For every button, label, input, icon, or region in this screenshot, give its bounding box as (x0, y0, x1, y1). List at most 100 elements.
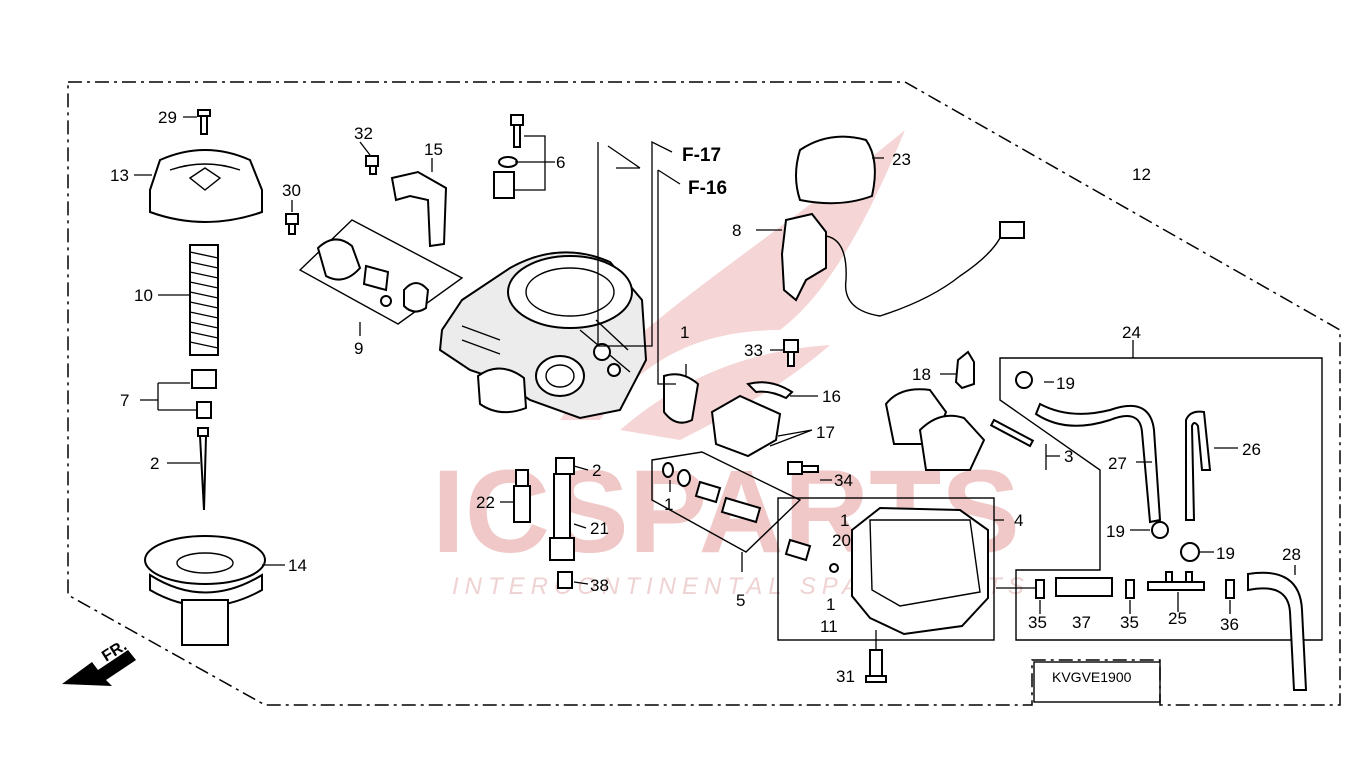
callout-13: 13 (110, 166, 129, 185)
callout-18: 18 (912, 365, 931, 384)
needle-spring-7 (196, 401, 212, 419)
callout-1b: 1 (840, 511, 849, 530)
screw-6 (510, 114, 524, 148)
clamp-36 (1225, 579, 1235, 599)
callout-28: 28 (1282, 545, 1301, 564)
washer-5 (677, 469, 691, 487)
cover-23 (795, 135, 876, 205)
callout-8: 8 (732, 221, 741, 240)
assembly-boundary (67, 81, 1341, 706)
callout-labels: 29 13 10 7 2 14 30 32 15 6 9 23 8 12 1 3… (110, 108, 1301, 686)
callout-7: 7 (120, 391, 129, 410)
cover-plate-9 (316, 238, 362, 281)
lower-middle-parts (500, 451, 802, 589)
front-direction-marker: FR. (62, 637, 136, 686)
nozzle-22 (513, 469, 531, 523)
callout-35a: 35 (1028, 613, 1047, 632)
main-jet-2 (555, 457, 575, 475)
o-ring-1 (662, 462, 674, 478)
watermark-wing-logo (560, 130, 905, 440)
callout-5: 5 (736, 591, 745, 610)
callout-10: 10 (134, 286, 153, 305)
screw-33 (783, 339, 799, 367)
clip-19-top (1015, 371, 1033, 389)
float-bowl-4 (851, 506, 989, 636)
float-bowl-group-4 (777, 497, 1004, 683)
callout-20: 20 (832, 531, 851, 550)
hose-group-24 (996, 340, 1323, 691)
reference-arrows (597, 140, 681, 385)
screw-29 (197, 109, 211, 135)
spring-6 (493, 171, 515, 199)
top-cap-13 (149, 149, 263, 223)
callout-19a: 19 (1056, 374, 1075, 393)
callout-14: 14 (288, 556, 307, 575)
callout-17: 17 (816, 423, 835, 442)
callout-1c: 1 (826, 595, 835, 614)
float-parts (884, 350, 1060, 471)
hose-28 (1247, 571, 1308, 691)
spring-10 (189, 244, 219, 356)
spring-9 (362, 264, 390, 292)
callout-6: 6 (556, 153, 565, 172)
upper-right-parts (756, 135, 1025, 317)
callout-30: 30 (282, 181, 301, 200)
callout-21: 21 (590, 519, 609, 538)
throttle-linkage-17 (710, 394, 782, 458)
carburetor-body (438, 251, 648, 420)
callout-19c: 19 (1216, 544, 1235, 563)
valve-9 (403, 282, 430, 313)
callout-27: 27 (1108, 454, 1127, 473)
washer-6 (498, 156, 518, 168)
callout-37: 37 (1072, 613, 1091, 632)
callout-36: 36 (1220, 615, 1239, 634)
drawing-code-box (1033, 661, 1161, 703)
reference-f17: F-17 (682, 145, 721, 166)
choke-wire-8 (825, 235, 1001, 317)
callout-34: 34 (834, 471, 853, 490)
group-24-outline (999, 357, 1323, 641)
auto-choke-8 (780, 212, 827, 302)
jet-needle-2 (197, 427, 209, 511)
float-valve-18 (954, 350, 975, 390)
jet-21 (549, 473, 575, 561)
callout-2b: 2 (592, 461, 601, 480)
callout-11: 11 (820, 617, 838, 636)
screw-30 (285, 213, 299, 235)
callout-16: 16 (822, 387, 841, 406)
callout-31: 31 (836, 667, 855, 686)
hose-37 (1055, 577, 1113, 597)
group-9-outline (298, 219, 464, 325)
drain-screw-1 (784, 538, 812, 562)
callout-23: 23 (892, 150, 911, 169)
spring-5 (694, 480, 722, 504)
callout-22: 22 (476, 493, 495, 512)
screw-32 (365, 155, 379, 175)
callout-15: 15 (424, 140, 443, 159)
callout-1d: 1 (664, 495, 673, 514)
upper-left-hardware (285, 114, 555, 336)
clip-16 (746, 381, 794, 400)
clamp-35-right (1125, 579, 1135, 599)
pilot-screw-5 (720, 496, 762, 524)
bracket-15 (390, 170, 448, 248)
screw-34 (787, 461, 819, 475)
left-column-parts (134, 109, 285, 646)
callout-9: 9 (354, 339, 363, 358)
reference-f16: F-16 (688, 178, 727, 199)
callout-32: 32 (354, 124, 373, 143)
callout-33: 33 (744, 341, 763, 360)
hose-27 (1034, 402, 1162, 524)
drawing-code: KVGVE1900 (1052, 669, 1132, 685)
needle-clip-7 (191, 369, 217, 389)
callout-12: 12 (1132, 165, 1151, 184)
callout-2a: 2 (150, 454, 159, 473)
clip-19-mid (1151, 521, 1169, 539)
choke-connector-8 (999, 221, 1025, 239)
callout-35b: 35 (1120, 613, 1139, 632)
callout-19b: 19 (1106, 522, 1125, 541)
callout-26: 26 (1242, 440, 1261, 459)
hose-26 (1185, 410, 1212, 521)
float-pin-3 (989, 418, 1035, 448)
